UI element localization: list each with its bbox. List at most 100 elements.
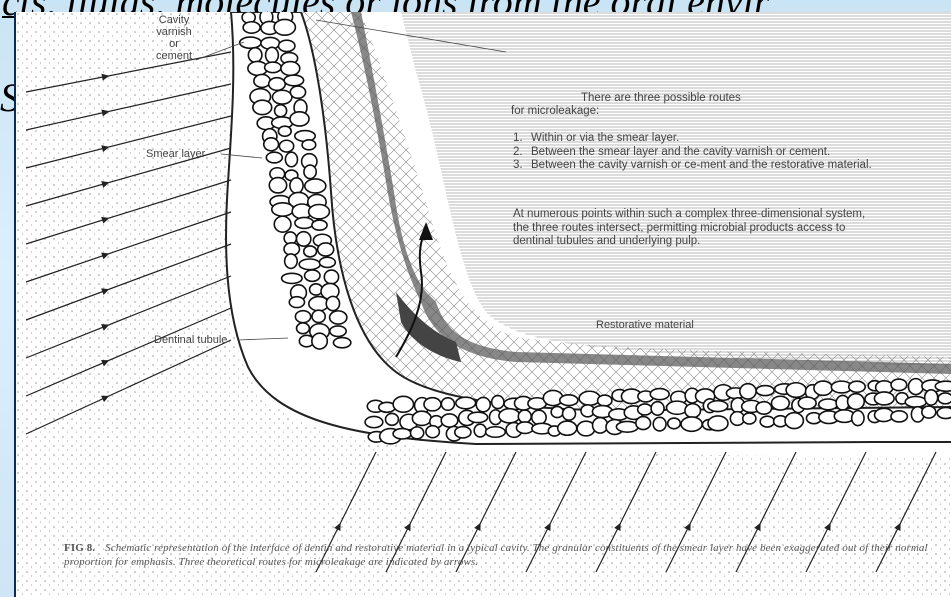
smear-granule (279, 140, 293, 152)
smear-granule (254, 74, 270, 87)
smear-granule (333, 338, 350, 348)
smear-granule (486, 427, 506, 438)
smear-granule (891, 379, 907, 391)
smear-granule (785, 413, 803, 429)
smear-granule (290, 178, 303, 193)
smear-granule (302, 140, 316, 150)
smear-granule (532, 410, 546, 424)
smear-granule (279, 40, 295, 51)
smear-granule (426, 426, 439, 438)
smear-granule (319, 257, 335, 267)
smear-granule (275, 105, 287, 117)
smear-granule (312, 333, 327, 349)
figure-caption-text: Schematic representation of the interfac… (64, 542, 928, 568)
label-cavity-varnish: Cavity varnish or cement (156, 14, 192, 62)
label-cavity-line-1: Cavity (156, 14, 192, 26)
smear-granule (558, 421, 577, 435)
smear-granule (285, 152, 297, 167)
smear-granule (848, 394, 865, 410)
smear-granule (891, 411, 907, 422)
smear-granule (760, 416, 774, 427)
routes-paragraph: At numerous points within such a complex… (513, 208, 883, 249)
smear-granule (756, 386, 774, 396)
smear-granule (243, 22, 260, 33)
smear-granule (248, 48, 262, 63)
smear-granule (740, 384, 756, 399)
smear-granule (681, 417, 702, 431)
route-item: 2.Between the smear layer and the cavity… (513, 146, 873, 159)
smear-granule (412, 411, 431, 425)
smear-granule (296, 232, 310, 246)
route-number: 1. (513, 132, 531, 145)
smear-granule (468, 412, 488, 422)
smear-granule (297, 323, 310, 334)
smear-granule (474, 424, 486, 437)
smear-granule (324, 270, 338, 284)
smear-granule (272, 90, 291, 104)
smear-granule (281, 62, 300, 76)
smear-granule (935, 381, 951, 391)
smear-granule (326, 296, 339, 310)
smear-granule (650, 389, 669, 400)
smear-granule (922, 406, 936, 418)
label-cavity-line-3: or (156, 38, 192, 50)
smear-granule (849, 381, 865, 392)
smear-granule (852, 411, 864, 426)
figure-caption: FIG 8.Schematic representation of the in… (64, 542, 951, 569)
smear-granule (925, 390, 938, 405)
routes-list: 1.Within or via the smear layer. 2.Betwe… (513, 132, 873, 173)
smear-granule (312, 220, 327, 230)
smear-granule (441, 398, 454, 410)
route-item: 3.Between the cavity varnish or ce-ment … (513, 159, 873, 172)
smear-granule (330, 311, 347, 324)
smear-granule (305, 270, 320, 281)
smear-granule (295, 217, 314, 228)
smear-granule (819, 399, 838, 410)
smear-granule (579, 391, 600, 405)
smear-granule (598, 395, 612, 406)
label-cavity-line-2: varnish (156, 26, 192, 38)
smear-granule (299, 259, 320, 270)
route-text: Within or via the smear layer. (531, 132, 679, 145)
smear-granule (274, 216, 291, 232)
smear-granule (551, 406, 563, 417)
smear-granule (456, 397, 476, 409)
microleakage-figure: Cavity varnish or cement Smear layer Den… (14, 12, 951, 597)
smear-granule (285, 254, 298, 268)
smear-granule (563, 407, 576, 420)
smear-granule (937, 407, 951, 418)
smear-granule (743, 413, 756, 424)
routes-intro: There are three possible routes for micr… (511, 92, 881, 118)
smear-granule (685, 404, 701, 418)
smear-granule (265, 62, 282, 73)
smear-granule (516, 422, 533, 433)
smear-granule (424, 398, 441, 411)
smear-granule (798, 397, 816, 409)
route-text: Between the cavity varnish or ce-ment an… (531, 159, 872, 172)
smear-granule (814, 381, 832, 395)
smear-granule (282, 273, 303, 283)
smear-granule (636, 417, 651, 430)
smear-granule (272, 203, 294, 216)
routes-intro-line-2: for microleakage: (511, 105, 599, 117)
smear-granule (274, 19, 295, 35)
smear-granule (708, 416, 728, 431)
smear-granule (264, 138, 279, 151)
smear-granule (756, 402, 772, 414)
smear-granule (492, 396, 504, 409)
smear-granule (441, 414, 458, 427)
figure-caption-number: FIG 8. (64, 542, 95, 554)
smear-granule (908, 379, 923, 395)
smear-granule (295, 311, 310, 323)
smear-granule (309, 204, 330, 218)
smear-granule (289, 297, 304, 308)
smear-granule (318, 243, 334, 256)
smear-granule (653, 417, 666, 431)
smear-granule (410, 427, 423, 439)
smear-granule (305, 179, 326, 193)
smear-granule (455, 427, 471, 438)
route-number: 3. (513, 159, 531, 172)
smear-granule (708, 401, 728, 412)
label-cavity-line-4: cement (156, 50, 192, 62)
smear-granule (284, 75, 303, 86)
